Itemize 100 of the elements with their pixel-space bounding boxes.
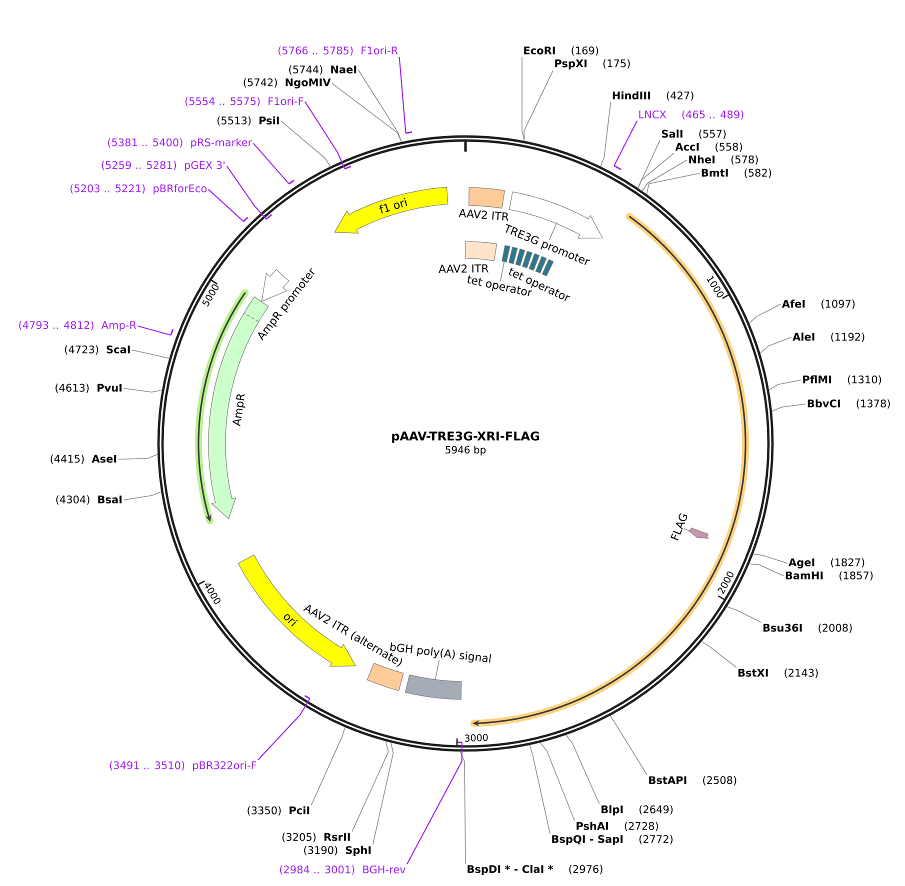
node-label: AAV2 ITR <box>438 264 489 273</box>
leader-line <box>752 554 788 564</box>
cut-site-label: BstAPI (2508) <box>649 776 736 786</box>
cut-site-label: SalI (557) <box>662 130 726 139</box>
primer-label: (5381 .. 5400) pRS-marker <box>108 138 252 148</box>
leader-line <box>138 325 171 336</box>
leader-line <box>304 101 346 170</box>
cut-site-label: NheI (578) <box>689 155 758 165</box>
primer-site-mark <box>266 214 272 220</box>
primer-site-mark <box>288 180 295 184</box>
node-label: AAV2 ITR <box>458 209 508 221</box>
primer-label: LNCX (465 .. 489) <box>639 110 744 120</box>
leader-line <box>772 404 806 412</box>
primer-site-mark <box>406 131 412 134</box>
leader-line <box>522 56 525 142</box>
primer-site-mark <box>304 694 310 700</box>
cut-site-label: BlpI (2649) <box>602 805 673 816</box>
primer-site-mark <box>170 328 174 336</box>
cut-site-label: PspXI (175) <box>555 59 630 70</box>
primer-label: (3491 .. 3510) pBR322ori-F <box>110 761 256 772</box>
feature-label: FLAG <box>670 513 688 541</box>
cut-site-label: (3350) PciI <box>248 806 310 816</box>
leader-line <box>614 120 638 166</box>
cut-site-label: BbvCI (1378) <box>808 399 890 409</box>
leader-line <box>642 160 688 192</box>
feature-box <box>405 674 462 700</box>
leader-line <box>610 715 648 776</box>
cut-site-label: (5744) NaeI <box>289 65 356 75</box>
leader-line <box>646 172 700 195</box>
leader-line <box>768 380 802 390</box>
leader-line <box>540 742 575 821</box>
cut-site-label: BamHI (1857) <box>786 571 873 581</box>
leader-line <box>123 491 162 500</box>
leader-line <box>226 166 267 220</box>
leader-line <box>118 454 158 460</box>
cut-site-label: BspQI - SapI (2772) <box>552 834 673 846</box>
leader-line <box>637 152 674 188</box>
leader-line <box>123 388 162 393</box>
primer-label: (5554 .. 5575) F1ori-F <box>185 97 304 106</box>
feature-bar <box>528 253 540 271</box>
cut-site-label: AgeI (1827) <box>788 558 864 568</box>
cut-site-label: PshAI (2728) <box>576 822 658 832</box>
leader-line <box>132 350 170 359</box>
leader-line <box>280 120 331 167</box>
leader-line <box>748 564 784 576</box>
leader-line <box>500 261 505 282</box>
primer-site-mark <box>456 742 462 744</box>
leader-line <box>637 140 660 188</box>
cut-site-label: AccI (558) <box>675 142 742 152</box>
scale-label: 3000 <box>465 734 488 742</box>
feature-box: AAV2 ITR <box>458 187 508 221</box>
cut-site-label: PflMI (1310) <box>803 375 882 385</box>
feature-bar <box>502 245 510 262</box>
leader-line <box>726 606 762 623</box>
leader-line <box>358 70 402 142</box>
leader-line <box>529 744 550 834</box>
primer-label: (5766 .. 5785) F1ori-R <box>278 46 398 56</box>
primer-site-mark <box>614 165 622 170</box>
leader-line <box>434 660 440 680</box>
primer-label: (4793 .. 4812) Amp-R <box>19 320 136 332</box>
leader-line <box>701 641 737 668</box>
cut-site-label: (3205) RsrII <box>282 832 350 842</box>
leader-line <box>332 82 402 142</box>
leader-line <box>760 336 792 354</box>
cut-site-label: (5742) NgoMIV <box>244 78 331 88</box>
leader-line <box>406 742 463 864</box>
feature-band <box>688 528 709 539</box>
leader-line <box>748 304 782 324</box>
cut-site-label: (3190) SphI <box>304 846 371 856</box>
leader-line <box>208 188 244 222</box>
feature-band: f1 ori <box>334 186 448 234</box>
feature-box: AAV2 ITR <box>438 241 498 273</box>
leader-line <box>684 528 690 532</box>
leader-line <box>548 222 558 240</box>
primer-label: (5203 .. 5221) pBRforEco <box>70 184 207 194</box>
feature-bar <box>515 248 526 266</box>
leader-line <box>565 734 600 804</box>
cut-site-label: EcoRI (169) <box>524 46 598 56</box>
primer-site-mark <box>344 166 352 170</box>
cut-site-label: (4415) AseI <box>50 454 116 464</box>
cut-site-label: BstXI (2143) <box>738 668 818 678</box>
scale-label: 2000 <box>718 572 734 594</box>
cut-site-label: (5513) PsiI <box>218 116 279 126</box>
cut-site-label: HindIII (427) <box>612 91 694 101</box>
primer-label: (2984 .. 3001) BGH-rev <box>280 865 406 875</box>
leader-line <box>372 742 394 846</box>
cut-site-label: Bsu36I (2008) <box>763 624 852 633</box>
cut-site-label: (4723) ScaI <box>65 345 130 355</box>
primer-site-mark <box>242 216 248 222</box>
leader-line <box>310 726 346 806</box>
cut-site-label: BmtI (582) <box>702 168 772 178</box>
cut-site-label: (4304) BsaI <box>56 495 122 505</box>
cut-site-label: BspDI * - ClaI * (2976) <box>468 864 602 876</box>
primer-label: (5259 .. 5281) pGEX 3' <box>102 160 224 172</box>
leader-line <box>352 740 389 832</box>
cut-site-label: (4613) PvuI <box>56 384 122 393</box>
cut-site-label: AleI (1192) <box>792 332 864 342</box>
feature-bar <box>508 246 518 264</box>
leader-line <box>258 698 310 760</box>
cut-site-label: AfeI (1097) <box>782 300 855 309</box>
